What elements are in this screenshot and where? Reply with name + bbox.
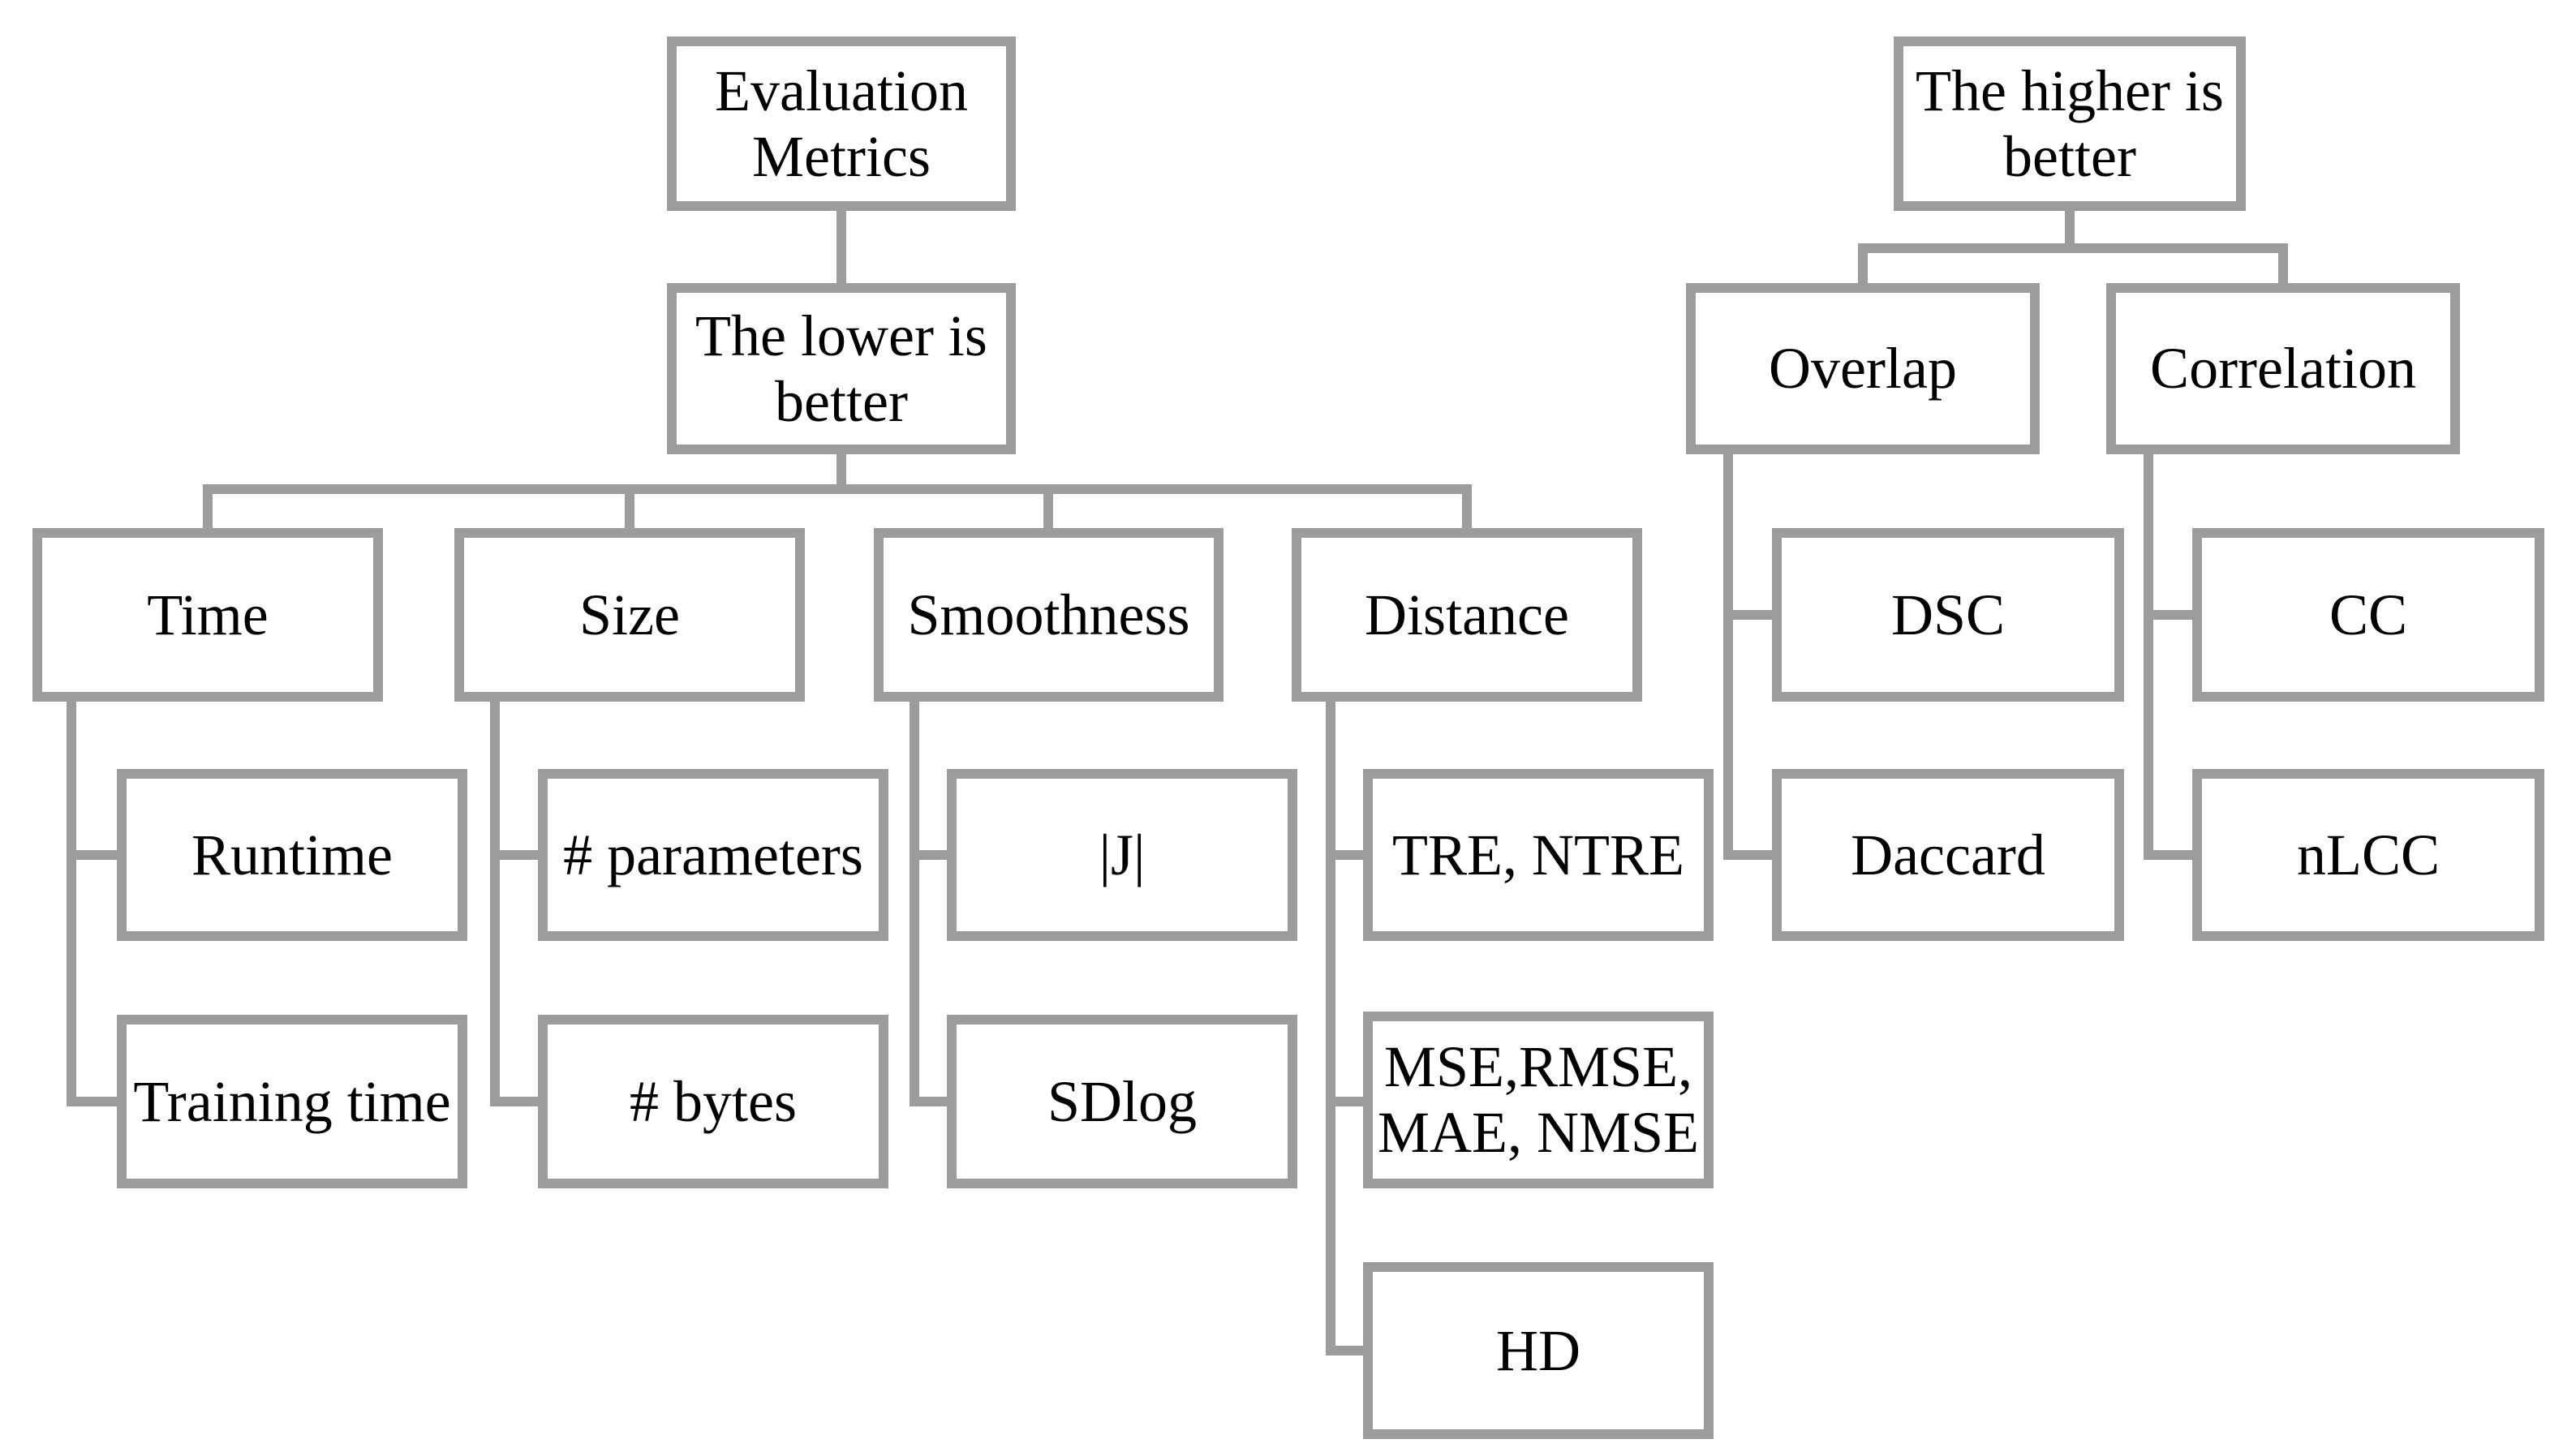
connector-leg-distance xyxy=(1462,484,1472,531)
node-training-time: Training time xyxy=(117,1015,467,1188)
node-tre-ntre: TRE, NTRE xyxy=(1363,769,1714,941)
node-time: Time xyxy=(32,528,383,702)
node-tre-ntre-label: TRE, NTRE xyxy=(1392,822,1684,887)
connector-leg-correlation xyxy=(2278,243,2288,286)
connector-stub-nlcc xyxy=(2144,850,2202,860)
node-size: Size xyxy=(454,528,805,702)
connector-lower-stem xyxy=(836,451,846,489)
node-runtime: Runtime xyxy=(117,769,467,941)
connector-stub-cc xyxy=(2144,610,2202,620)
connector-stub-jacobian xyxy=(910,850,953,860)
node-jacobian-determinant-label: |J| xyxy=(1099,822,1146,887)
node-jacobian-determinant: |J| xyxy=(947,769,1297,941)
connector-higher-bar xyxy=(1858,243,2288,253)
node-dsc: DSC xyxy=(1772,528,2124,702)
connector-stub-training-time xyxy=(67,1097,123,1106)
node-hd-label: HD xyxy=(1496,1317,1580,1383)
connector-trunk-distance xyxy=(1326,698,1335,1355)
connector-stub-num-parameters xyxy=(490,850,544,860)
node-cc-label: CC xyxy=(2329,582,2408,647)
node-evaluation-metrics: Evaluation Metrics xyxy=(667,37,1016,211)
node-daccard-label: Daccard xyxy=(1851,822,2045,887)
node-the-lower-is-better-label: The lower is better xyxy=(695,303,987,434)
connector-stub-tre xyxy=(1326,850,1370,860)
node-overlap-label: Overlap xyxy=(1769,336,1957,402)
node-num-bytes: # bytes xyxy=(538,1015,888,1188)
node-daccard: Daccard xyxy=(1772,769,2124,941)
node-overlap: Overlap xyxy=(1686,283,2040,454)
node-sdlog-label: SDlog xyxy=(1047,1068,1198,1134)
node-correlation-label: Correlation xyxy=(2150,336,2416,402)
connector-stub-dsc xyxy=(1723,610,1782,620)
node-smoothness: Smoothness xyxy=(874,528,1223,702)
node-num-parameters: # parameters xyxy=(538,769,888,941)
connector-trunk-time xyxy=(67,698,76,1106)
connector-evaluation-to-lower xyxy=(836,208,846,286)
connector-trunk-correlation xyxy=(2144,451,2153,860)
node-size-label: Size xyxy=(579,582,680,647)
node-distance-label: Distance xyxy=(1365,582,1569,647)
node-nlcc: nLCC xyxy=(2192,769,2544,941)
connector-stub-daccard xyxy=(1723,850,1782,860)
node-evaluation-metrics-label: Evaluation Metrics xyxy=(715,58,968,189)
node-time-label: Time xyxy=(147,582,269,647)
connector-leg-time xyxy=(203,484,213,531)
connector-stub-runtime xyxy=(67,850,123,860)
node-mse-rmse-mae-nmse: MSE,RMSE, MAE, NMSE xyxy=(1363,1012,1714,1188)
connector-stub-mse xyxy=(1326,1097,1370,1106)
node-training-time-label: Training time xyxy=(133,1068,451,1134)
connector-trunk-smoothness xyxy=(910,698,919,1106)
connector-stub-hd xyxy=(1326,1346,1370,1355)
connector-trunk-overlap xyxy=(1723,451,1733,860)
connector-stub-num-bytes xyxy=(490,1097,544,1106)
node-nlcc-label: nLCC xyxy=(2296,822,2441,887)
node-the-lower-is-better: The lower is better xyxy=(667,283,1016,454)
node-distance: Distance xyxy=(1292,528,1642,702)
node-sdlog: SDlog xyxy=(947,1015,1297,1188)
node-mse-rmse-mae-nmse-label: MSE,RMSE, MAE, NMSE xyxy=(1377,1034,1700,1165)
connector-leg-smoothness xyxy=(1043,484,1053,531)
node-smoothness-label: Smoothness xyxy=(907,582,1190,647)
node-the-higher-is-better-label: The higher is better xyxy=(1916,58,2224,189)
node-the-higher-is-better: The higher is better xyxy=(1894,37,2246,211)
connector-higher-stem xyxy=(2065,211,2075,253)
connector-leg-overlap xyxy=(1858,243,1868,286)
node-cc: CC xyxy=(2192,528,2544,702)
connector-stub-sdlog xyxy=(910,1097,953,1106)
connector-trunk-size xyxy=(490,698,500,1106)
node-hd: HD xyxy=(1363,1262,1714,1439)
connector-leg-size xyxy=(625,484,634,531)
node-num-bytes-label: # bytes xyxy=(630,1068,797,1134)
node-dsc-label: DSC xyxy=(1890,582,2006,647)
node-num-parameters-label: # parameters xyxy=(563,822,863,887)
connector-lower-bar xyxy=(203,484,1472,494)
node-correlation: Correlation xyxy=(2106,283,2460,454)
node-runtime-label: Runtime xyxy=(191,822,393,887)
